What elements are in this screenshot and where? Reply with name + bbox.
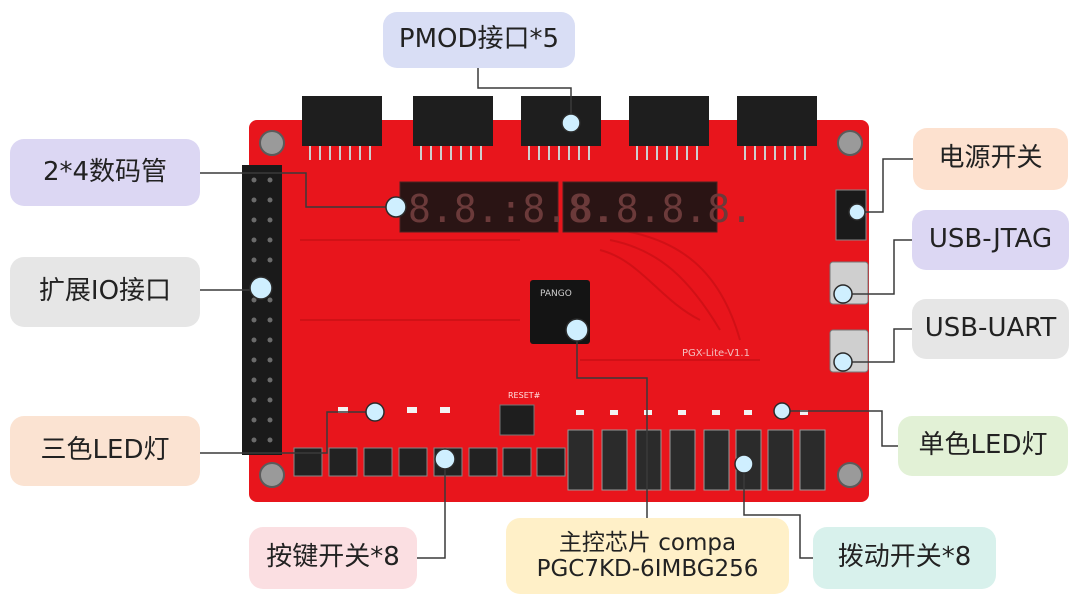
mono-led-label: 单色LED灯 xyxy=(898,416,1068,476)
reset-button xyxy=(499,404,535,436)
usb-uart-label: USB-UART xyxy=(912,299,1069,359)
chip-brand: PANGO xyxy=(540,289,572,299)
usb-jtag-label-text: USB-JTAG xyxy=(928,224,1053,255)
expansion-io-pins xyxy=(251,177,273,443)
tricolor-led-label-text: 三色LED灯 xyxy=(40,435,170,466)
board-version: PGX-Lite-V1.1 xyxy=(682,348,750,359)
seven-seg-display-right xyxy=(562,181,718,233)
callout-markers xyxy=(249,113,866,474)
pcb-traces xyxy=(300,229,760,361)
pmod-pins xyxy=(309,146,806,160)
main-chip-label-line2: PGC7KD-6IMBG256 xyxy=(536,556,759,582)
power-switch-label-text: 电源开关 xyxy=(938,143,1043,174)
expansion-io-header xyxy=(242,165,282,455)
buttons-label-text: 按键开关*8 xyxy=(266,542,400,573)
reset-label: RESET# xyxy=(508,391,541,400)
slide-switches xyxy=(567,429,826,491)
mounting-holes xyxy=(259,130,863,488)
usb-uart-label-text: USB-UART xyxy=(924,313,1057,344)
seven-seg-display-left xyxy=(399,181,559,233)
expansion-io-label: 扩展IO接口 xyxy=(10,257,200,327)
buttons-label: 按键开关*8 xyxy=(249,527,417,589)
seven-seg-label: 2*4数码管 xyxy=(10,139,200,206)
tricolor-led-label: 三色LED灯 xyxy=(10,416,200,486)
main-chip-label: 主控芯片 compa PGC7KD-6IMBG256 xyxy=(506,518,789,594)
pmod-label: PMOD接口*5 xyxy=(383,12,575,68)
seven-seg-label-text: 2*4数码管 xyxy=(42,156,168,187)
main-chip-label-line1: 主控芯片 compa xyxy=(558,529,737,556)
push-buttons xyxy=(293,447,566,477)
pmod-connectors xyxy=(302,96,817,146)
seven-seg-digits-right: 8.8.8.8. xyxy=(570,187,753,231)
dip-switches-label: 拨动开关*8 xyxy=(813,527,996,589)
expansion-io-label-text: 扩展IO接口 xyxy=(38,276,172,307)
dip-switches-label-text: 拨动开关*8 xyxy=(837,542,972,573)
power-switch-label: 电源开关 xyxy=(913,128,1068,190)
callout-lines xyxy=(200,68,913,559)
mono-led-label-text: 单色LED灯 xyxy=(918,430,1048,461)
seven-seg-digits-left: 8.8.:8.8. xyxy=(408,187,614,231)
usb-jtag-label: USB-JTAG xyxy=(912,210,1069,270)
pmod-label-text: PMOD接口*5 xyxy=(398,24,560,55)
